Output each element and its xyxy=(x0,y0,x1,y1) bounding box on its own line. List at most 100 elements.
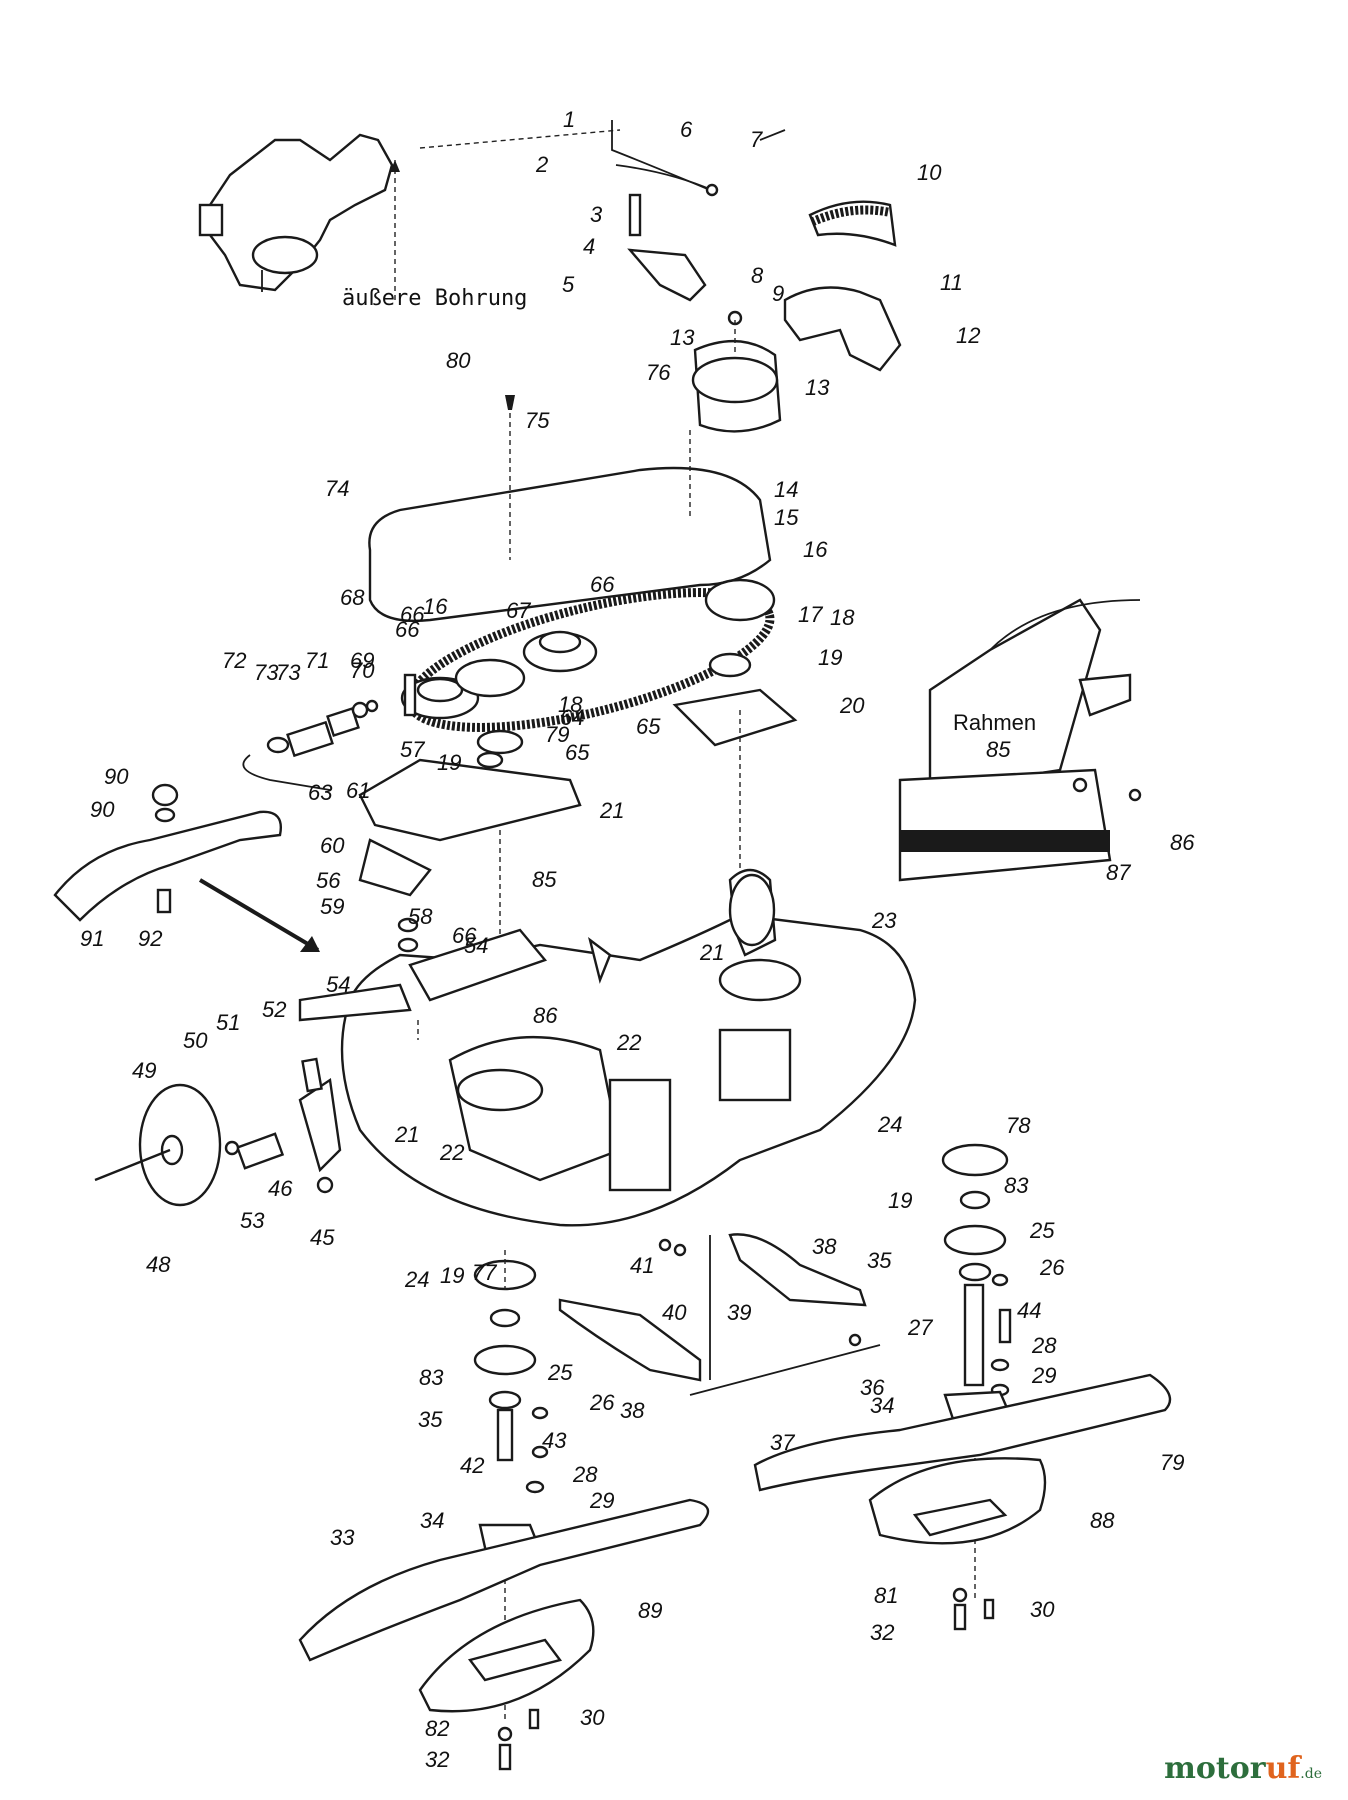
brand-watermark: motoruf.de xyxy=(1164,1751,1322,1786)
part-number: 30 xyxy=(580,1705,605,1730)
part-number: 89 xyxy=(638,1598,662,1623)
part-number: 79 xyxy=(545,722,569,747)
part-number: 43 xyxy=(542,1428,567,1453)
part-number: 66 xyxy=(452,923,477,948)
part-number: 83 xyxy=(1004,1173,1029,1198)
part-number: 70 xyxy=(350,658,375,683)
part-number: 32 xyxy=(425,1747,449,1772)
frame-detail xyxy=(898,598,1142,882)
part-number: 35 xyxy=(418,1407,443,1432)
part-number: 34 xyxy=(420,1508,444,1533)
part-number: 19 xyxy=(818,645,842,670)
part-number: 24 xyxy=(404,1267,429,1292)
part-number: 66 xyxy=(400,602,425,627)
part-number: 38 xyxy=(620,1398,645,1423)
part-number: 6 xyxy=(680,117,693,142)
part-number: 86 xyxy=(1170,830,1195,855)
part-number: 28 xyxy=(1031,1333,1057,1358)
part-number: 76 xyxy=(646,360,671,385)
part-number: 25 xyxy=(1029,1218,1055,1243)
part-number: 81 xyxy=(874,1583,898,1608)
part-number: 73 xyxy=(254,660,279,685)
part-number: 88 xyxy=(1090,1508,1115,1533)
part-number: 71 xyxy=(305,648,329,673)
part-number: 34 xyxy=(870,1393,894,1418)
part-number: 32 xyxy=(870,1620,894,1645)
part-number: 46 xyxy=(268,1176,293,1201)
part-number: 49 xyxy=(132,1058,156,1083)
part-number: 19 xyxy=(437,750,461,775)
part-number: 63 xyxy=(308,780,333,805)
part-number: 19 xyxy=(440,1263,464,1288)
part-number: 66 xyxy=(395,617,420,642)
part-number: 4 xyxy=(583,234,595,259)
part-number: 74 xyxy=(325,476,349,501)
part-number: 3 xyxy=(590,202,603,227)
mower-deck xyxy=(298,868,917,1227)
part-number: 66 xyxy=(590,572,615,597)
part-number: 77 xyxy=(472,1260,497,1285)
part-number: 54 xyxy=(326,972,350,997)
part-number: 86 xyxy=(533,1003,558,1028)
part-number: 91 xyxy=(80,926,104,951)
pulley-assembly xyxy=(358,578,798,1060)
right-blade-dish xyxy=(868,1457,1047,1631)
part-number: 10 xyxy=(917,160,942,185)
part-number: 29 xyxy=(1031,1363,1056,1388)
part-number: 26 xyxy=(589,1390,615,1415)
left-blade-dish xyxy=(418,1598,595,1771)
part-number: 20 xyxy=(839,693,865,718)
belt-guard-parts xyxy=(691,200,902,433)
part-number: 33 xyxy=(330,1525,355,1550)
part-number: 64 xyxy=(560,705,584,730)
part-number: 29 xyxy=(589,1488,614,1513)
part-number: 75 xyxy=(525,408,550,433)
part-number: 36 xyxy=(860,1375,885,1400)
part-number: 1 xyxy=(563,107,575,132)
part-number: 65 xyxy=(565,740,590,765)
part-number: 24 xyxy=(877,1112,902,1137)
part-number: 13 xyxy=(670,325,695,350)
part-number: 37 xyxy=(770,1430,795,1455)
part-number: 52 xyxy=(262,997,286,1022)
part-number: 56 xyxy=(316,868,341,893)
part-number: 80 xyxy=(446,348,471,373)
part-number: 90 xyxy=(90,797,115,822)
part-number: 22 xyxy=(439,1140,464,1165)
left-blade xyxy=(298,1498,710,1662)
part-number: 90 xyxy=(104,764,129,789)
part-number: 59 xyxy=(320,894,344,919)
gauge-wheel xyxy=(94,1057,342,1207)
outer-bore-label: äußere Bohrung xyxy=(342,286,527,311)
part-number: 39 xyxy=(727,1300,751,1325)
part-number: 78 xyxy=(1006,1113,1031,1138)
part-number: 60 xyxy=(320,833,345,858)
part-number: 21 xyxy=(394,1122,419,1147)
part-number: 26 xyxy=(1039,1255,1065,1280)
adjustment-handle xyxy=(53,783,320,952)
part-number: 15 xyxy=(774,505,799,530)
part-number: 11 xyxy=(940,270,963,295)
right-spindle xyxy=(941,1143,1012,1600)
part-number: 21 xyxy=(599,798,624,823)
part-number: 68 xyxy=(340,585,365,610)
part-number: 16 xyxy=(423,594,448,619)
part-number: 54 xyxy=(464,933,488,958)
part-number: 8 xyxy=(751,263,764,288)
part-number: 57 xyxy=(400,737,425,762)
part-number: 18 xyxy=(830,605,855,630)
part-number: 85 xyxy=(986,737,1011,762)
part-number: 23 xyxy=(871,908,897,933)
part-number: 50 xyxy=(183,1028,208,1053)
part-number: 61 xyxy=(346,778,370,803)
part-number: 12 xyxy=(956,323,980,348)
part-number: 7 xyxy=(750,127,763,152)
part-number: 83 xyxy=(419,1365,444,1390)
part-number: 65 xyxy=(636,714,661,739)
part-number: 42 xyxy=(460,1453,484,1478)
part-number: 85 xyxy=(532,867,557,892)
deck-cover xyxy=(368,395,772,622)
part-number: 72 xyxy=(222,648,246,673)
part-number: 40 xyxy=(662,1300,687,1325)
